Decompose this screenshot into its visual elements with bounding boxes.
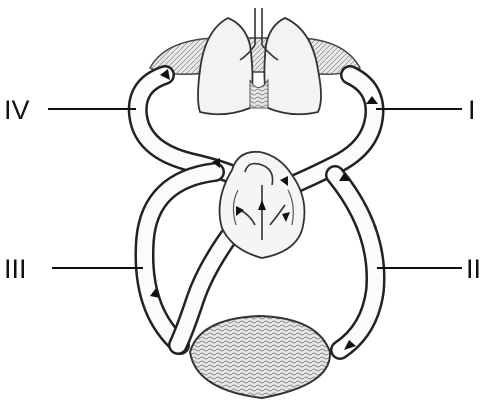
label-ii: II bbox=[466, 254, 481, 284]
body-capillary-bed bbox=[190, 316, 330, 398]
label-i: I bbox=[468, 95, 476, 125]
label-iii: III bbox=[4, 254, 27, 284]
label-iv: IV bbox=[4, 95, 30, 125]
